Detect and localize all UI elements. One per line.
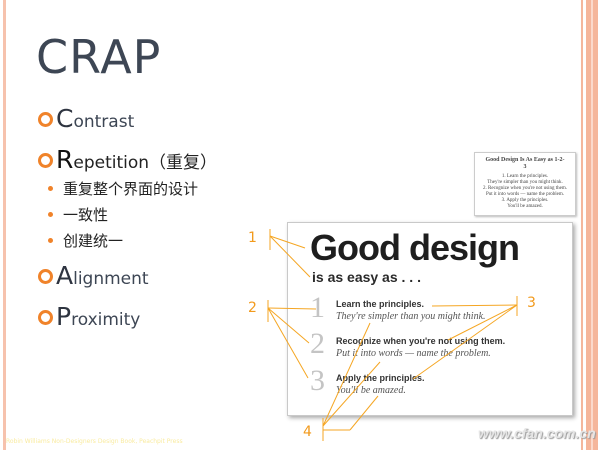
step-head: Learn the principles. bbox=[336, 299, 425, 309]
thumbnail-image: Good Design Is As Easy as 1-2-3 1. Learn… bbox=[474, 152, 576, 216]
ring-bullet-icon bbox=[38, 269, 53, 284]
annotation-label: 3 bbox=[527, 295, 536, 311]
initial: A bbox=[56, 261, 74, 290]
thumb-title: Good Design Is As Easy as 1-2-3 bbox=[485, 157, 565, 170]
step-head: Apply the principles. bbox=[336, 373, 425, 383]
annotation-label: 2 bbox=[248, 300, 257, 316]
subitem: 一致性 bbox=[47, 206, 109, 224]
credit-text: Robin Williams Non-Designers Design Book… bbox=[6, 438, 183, 445]
card-headline: Good design bbox=[310, 227, 520, 268]
subitem: 重复整个界面的设计 bbox=[47, 180, 199, 198]
ring-bullet-icon bbox=[38, 112, 53, 127]
slide-title: CRAP bbox=[36, 30, 162, 84]
bullet-text: roximity bbox=[71, 310, 141, 330]
thumb-line: You'll be amazed. bbox=[507, 204, 543, 209]
ring-bullet-icon bbox=[38, 310, 53, 325]
bullet-text: epetition（重复） bbox=[73, 153, 218, 173]
thumb-line: 1. Learn the principles. bbox=[501, 174, 549, 179]
bullet-text: ontrast bbox=[73, 112, 135, 132]
thumb-line: 3. Apply the principles. bbox=[501, 198, 549, 203]
step-number: 2 bbox=[310, 327, 325, 360]
subitem: 创建统一 bbox=[47, 232, 124, 250]
step-sub: You'll be amazed. bbox=[336, 385, 406, 396]
thumb-line: Put it into words — name the problem. bbox=[485, 192, 565, 197]
slide-stripes bbox=[578, 0, 600, 450]
watermark: www.cfan.com.cn bbox=[478, 425, 596, 441]
annotation-label: 1 bbox=[248, 230, 257, 246]
step-head: Recognize when you're not using them. bbox=[336, 336, 506, 346]
good-design-image: Good design is as easy as . . . 1 Learn … bbox=[287, 222, 573, 416]
initial: C bbox=[56, 104, 74, 133]
initial: R bbox=[56, 145, 74, 174]
step-sub: Put it into words — name the problem. bbox=[336, 348, 491, 359]
slide-border bbox=[3, 0, 6, 450]
thumb-line: 2. Recognize when you're not using them. bbox=[483, 186, 567, 191]
annotation-label: 4 bbox=[303, 424, 312, 440]
initial: P bbox=[56, 302, 72, 331]
step-sub: They're simpler than you might think. bbox=[336, 311, 486, 322]
thumb-line: They're simpler than you might think. bbox=[487, 180, 563, 185]
ring-bullet-icon bbox=[38, 153, 53, 168]
card-subhead: is as easy as . . . bbox=[312, 269, 421, 285]
bullet-text: lignment bbox=[73, 269, 149, 289]
step-number: 1 bbox=[310, 291, 325, 324]
step-number: 3 bbox=[310, 364, 325, 397]
